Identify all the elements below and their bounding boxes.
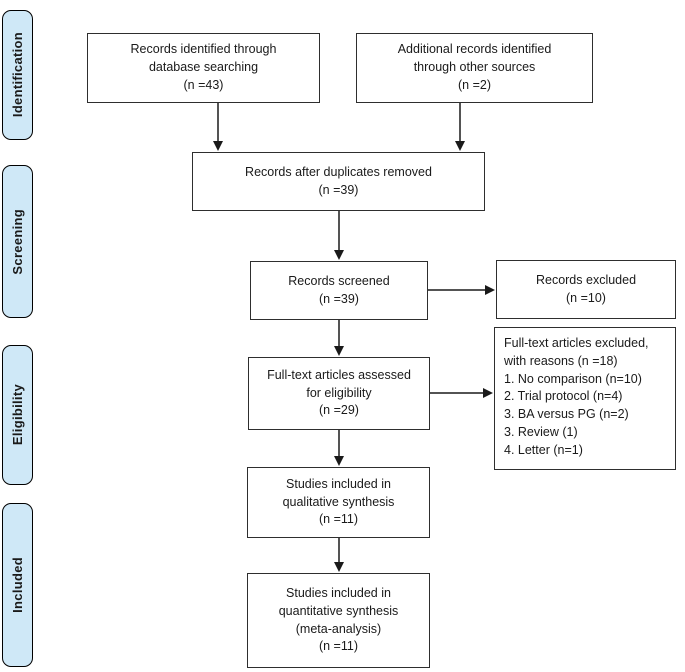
- stage-label: Screening: [10, 208, 25, 275]
- box-fulltext-excluded: Full-text articles excluded, with reason…: [494, 327, 676, 470]
- box-qualitative-synthesis: Studies included in qualitative synthesi…: [247, 467, 430, 538]
- stage-label: Identification: [10, 32, 25, 118]
- box-records-excluded: Records excluded (n =10): [496, 260, 676, 319]
- box-records-identified: Records identified through database sear…: [87, 33, 320, 103]
- stage-label: Included: [10, 557, 25, 613]
- stage-included: Included: [2, 503, 33, 667]
- stage-eligibility: Eligibility: [2, 345, 33, 485]
- stage-screening: Screening: [2, 165, 33, 318]
- box-after-duplicates: Records after duplicates removed (n =39): [192, 152, 485, 211]
- box-records-screened: Records screened (n =39): [250, 261, 428, 320]
- box-fulltext-assessed: Full-text articles assessed for eligibil…: [248, 357, 430, 430]
- box-additional-records: Additional records identified through ot…: [356, 33, 593, 103]
- stage-identification: Identification: [2, 10, 33, 140]
- stage-label: Eligibility: [10, 384, 25, 446]
- box-quantitative-synthesis: Studies included in quantitative synthes…: [247, 573, 430, 668]
